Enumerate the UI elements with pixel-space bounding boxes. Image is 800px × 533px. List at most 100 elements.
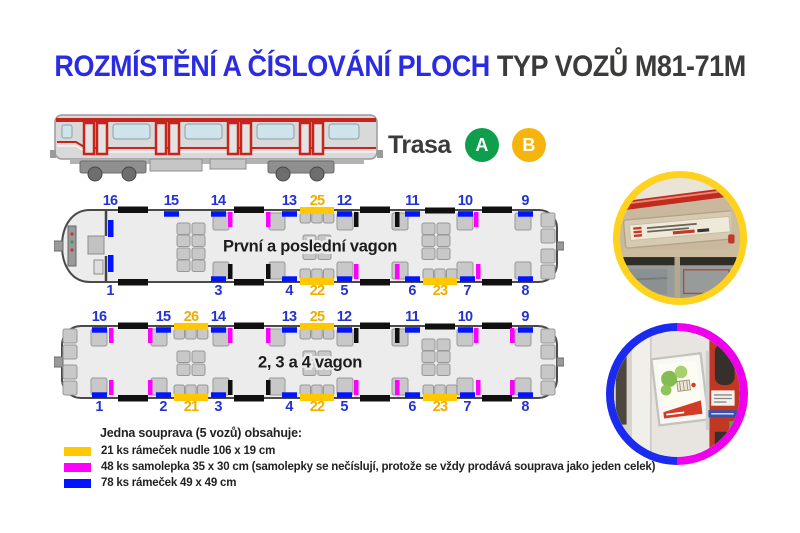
marker-nudle-frame-yellow: [300, 207, 334, 214]
position-number-10: 10: [458, 194, 473, 209]
marker-black-mark: [228, 380, 233, 395]
interior-poster-frame-photo: [606, 323, 748, 465]
marker-frame-49x49-blue: [211, 211, 226, 217]
position-number-14: 14: [211, 194, 226, 209]
marker-black-mark: [228, 264, 233, 279]
legend: Jedna souprava (5 vozů) obsahuje: 21 ks …: [64, 426, 724, 491]
marker-sticker-magenta: [510, 380, 515, 395]
marker-nudle-frame-yellow: [300, 394, 334, 401]
marker-frame-49x49-vertical-blue: [108, 220, 114, 237]
marker-frame-49x49-blue: [164, 211, 179, 217]
marker-nudle-frame-yellow: [423, 394, 457, 401]
position-number-4: 4: [285, 399, 293, 414]
marker-frame-49x49-blue: [337, 327, 352, 333]
marker-sticker-magenta: [109, 380, 114, 395]
marker-frame-49x49-blue: [405, 211, 420, 217]
position-number-26: 26: [184, 310, 199, 325]
position-number-11: 11: [405, 194, 419, 209]
position-number-22: 22: [310, 399, 325, 414]
marker-frame-49x49-blue: [405, 392, 420, 398]
marker-sticker-magenta: [395, 264, 400, 279]
marker-black-mark: [395, 212, 400, 227]
trasa-label: Trasa: [388, 130, 451, 159]
marker-sticker-magenta: [476, 380, 481, 395]
position-number-25: 25: [310, 310, 325, 325]
marker-sticker-magenta: [474, 212, 479, 227]
marker-frame-49x49-blue: [405, 327, 420, 333]
position-number-6: 6: [408, 399, 416, 414]
marker-sticker-magenta: [510, 328, 515, 343]
marker-frame-49x49-blue: [518, 276, 533, 282]
marker-frame-49x49-blue: [92, 392, 107, 398]
car-label: 2, 3 a 4 vagon: [258, 354, 362, 372]
marker-sticker-magenta: [354, 264, 359, 279]
position-number-7: 7: [463, 399, 471, 414]
position-number-9: 9: [521, 194, 529, 209]
marker-black-mark: [354, 328, 359, 343]
marker-sticker-magenta: [266, 212, 271, 227]
marker-sticker-magenta: [354, 380, 359, 395]
marker-frame-49x49-blue: [337, 211, 352, 217]
marker-frame-49x49-blue: [458, 211, 473, 217]
legend-swatch: [64, 478, 91, 488]
marker-frame-49x49-blue: [282, 211, 297, 217]
interior-nudle-frame-photo: [613, 171, 747, 305]
line-b-badge: B: [511, 128, 546, 162]
position-number-6: 6: [408, 283, 416, 298]
position-number-16: 16: [92, 310, 107, 325]
position-number-12: 12: [337, 194, 352, 209]
position-number-10: 10: [458, 310, 473, 325]
marker-route-map-black-bar: [425, 207, 455, 214]
legend-item: 78 ks rámeček 49 x 49 cm: [64, 475, 724, 491]
marker-frame-49x49-blue: [282, 276, 297, 282]
position-number-3: 3: [214, 283, 222, 298]
marker-nudle-frame-yellow: [423, 278, 457, 285]
position-number-1: 1: [95, 399, 103, 414]
marker-black-mark: [395, 328, 400, 343]
marker-black-mark: [354, 212, 359, 227]
position-number-15: 15: [164, 194, 179, 209]
position-number-22: 22: [310, 283, 325, 298]
marker-frame-49x49-blue: [282, 392, 297, 398]
marker-sticker-magenta: [148, 380, 153, 395]
marker-sticker-magenta: [266, 328, 271, 343]
marker-frame-49x49-blue: [211, 276, 226, 282]
position-number-4: 4: [285, 283, 293, 298]
legend-swatch: [64, 462, 91, 472]
marker-frame-49x49-blue: [337, 392, 352, 398]
marker-nudle-frame-yellow: [174, 394, 208, 401]
legend-swatch: [64, 446, 91, 456]
position-number-8: 8: [521, 399, 529, 414]
position-number-8: 8: [521, 283, 529, 298]
position-number-1: 1: [106, 283, 114, 298]
marker-sticker-magenta: [228, 212, 233, 227]
position-number-23: 23: [433, 283, 448, 298]
legend-item: 21 ks rámeček nudle 106 x 19 cm: [64, 443, 724, 459]
interior-poster-frame-photo-art: [614, 331, 740, 457]
position-number-3: 3: [214, 399, 222, 414]
marker-frame-49x49-blue: [211, 392, 226, 398]
marker-black-mark: [266, 380, 271, 395]
position-number-16: 16: [103, 194, 118, 209]
marker-frame-49x49-vertical-blue: [108, 255, 114, 272]
position-number-21: 21: [184, 399, 199, 414]
page-title-main: ROZMÍSTĚNÍ A ČÍSLOVÁNÍ PLOCH: [54, 50, 490, 83]
marker-route-map-black-bar: [425, 323, 455, 330]
position-number-5: 5: [340, 283, 348, 298]
position-number-25: 25: [310, 194, 325, 209]
legend-item-label: 78 ks rámeček 49 x 49 cm: [101, 477, 237, 489]
position-number-23: 23: [433, 399, 448, 414]
marker-frame-49x49-blue: [92, 327, 107, 333]
marker-frame-49x49-blue: [282, 327, 297, 333]
marker-sticker-magenta: [109, 328, 114, 343]
marker-frame-49x49-blue: [460, 276, 475, 282]
marker-frame-49x49-blue: [156, 327, 171, 333]
position-number-13: 13: [282, 310, 297, 325]
marker-frame-49x49-blue: [518, 392, 533, 398]
